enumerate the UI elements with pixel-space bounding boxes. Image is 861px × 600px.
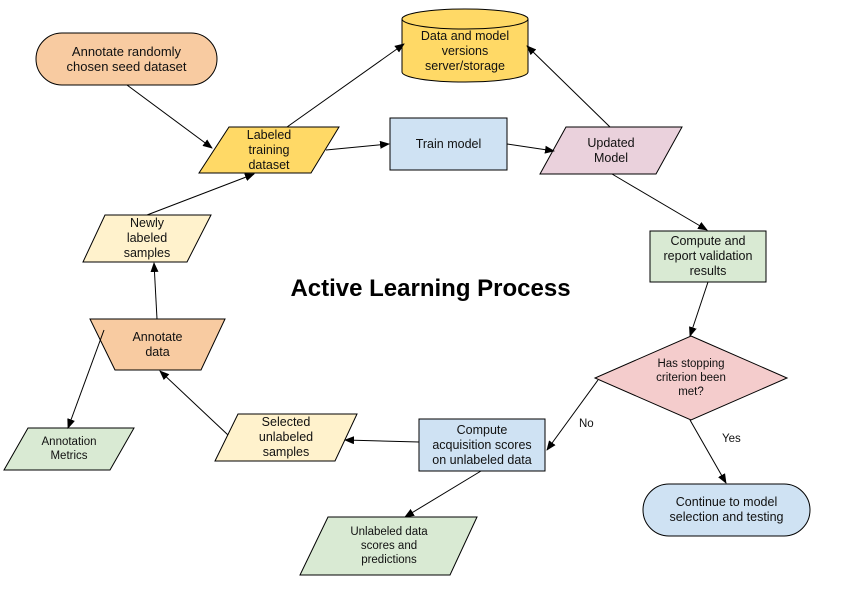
- annotate-node-shape: [89, 318, 226, 371]
- continue-node-shape: [642, 483, 811, 537]
- metrics-node-label: Annotation Metrics: [41, 436, 97, 462]
- train-node-shape: [389, 117, 508, 171]
- arrow-train-to-updated: [506, 143, 555, 154]
- validation-node-shape: [649, 230, 767, 283]
- arrow-annotate-to-newly: [150, 262, 159, 320]
- arrow-acquisition-to-selected: [344, 436, 420, 445]
- metrics-node-shape: [3, 427, 135, 471]
- seed-node-shape: [35, 32, 218, 86]
- arrow-stopping-to-continue-yes: [689, 419, 727, 484]
- newly-node-shape: [82, 214, 212, 263]
- unlabeled-scores-node-label: Unlabeled data scores and predictions: [350, 526, 428, 566]
- selected-node-shape: [214, 413, 358, 462]
- arrow-updated-to-validation: [611, 173, 708, 231]
- storage-node-shape: [401, 8, 529, 83]
- storage-node-label: Data and model versions server/storage: [420, 28, 510, 73]
- stopping-node-shape: [593, 335, 789, 421]
- labeled-node-label: Labeled training dataset: [246, 127, 292, 172]
- selected-node-label: Selected unlabeled samples: [258, 415, 314, 459]
- arrow-acquisition-to-unlabeled-scores: [404, 470, 482, 518]
- newly-node-label: Newly labeled samples: [123, 216, 171, 260]
- annotate-node-label: Annotate data: [132, 329, 183, 359]
- arrow-validation-to-stopping: [689, 281, 709, 337]
- edge-label-no: No: [579, 418, 594, 430]
- continue-node-label: Continue to model selection and testing: [669, 495, 784, 524]
- arrow-newly-to-labeled: [146, 173, 255, 216]
- acquisition-node-label: Compute acquisition scores on unlabeled …: [432, 422, 532, 467]
- arrow-annotate-to-metrics: [67, 329, 105, 429]
- updated-node-label: Updated Model: [587, 135, 635, 165]
- stopping-node-label: Has stopping criterion been met?: [656, 358, 726, 398]
- arrow-labeled-to-train: [325, 140, 390, 151]
- train-node-label: Train model: [415, 136, 482, 151]
- acquisition-node-shape: [418, 418, 546, 472]
- diagram-title: Active Learning Process: [290, 275, 571, 302]
- validation-node-label: Compute and report validation results: [663, 234, 753, 278]
- edge-label-yes: Yes: [722, 433, 741, 445]
- seed-node-label: Annotate randomly chosen seed dataset: [66, 44, 187, 74]
- unlabeled-scores-node-shape: [299, 516, 478, 576]
- updated-node-shape: [539, 126, 683, 175]
- arrow-seed-to-labeled: [126, 84, 213, 149]
- arrow-stopping-to-acquisition-no: [546, 379, 599, 451]
- arrow-labeled-to-storage: [286, 43, 405, 128]
- arrow-selected-to-annotate: [159, 370, 229, 436]
- arrow-updated-to-storage: [526, 45, 611, 128]
- labeled-node-shape: [198, 126, 340, 174]
